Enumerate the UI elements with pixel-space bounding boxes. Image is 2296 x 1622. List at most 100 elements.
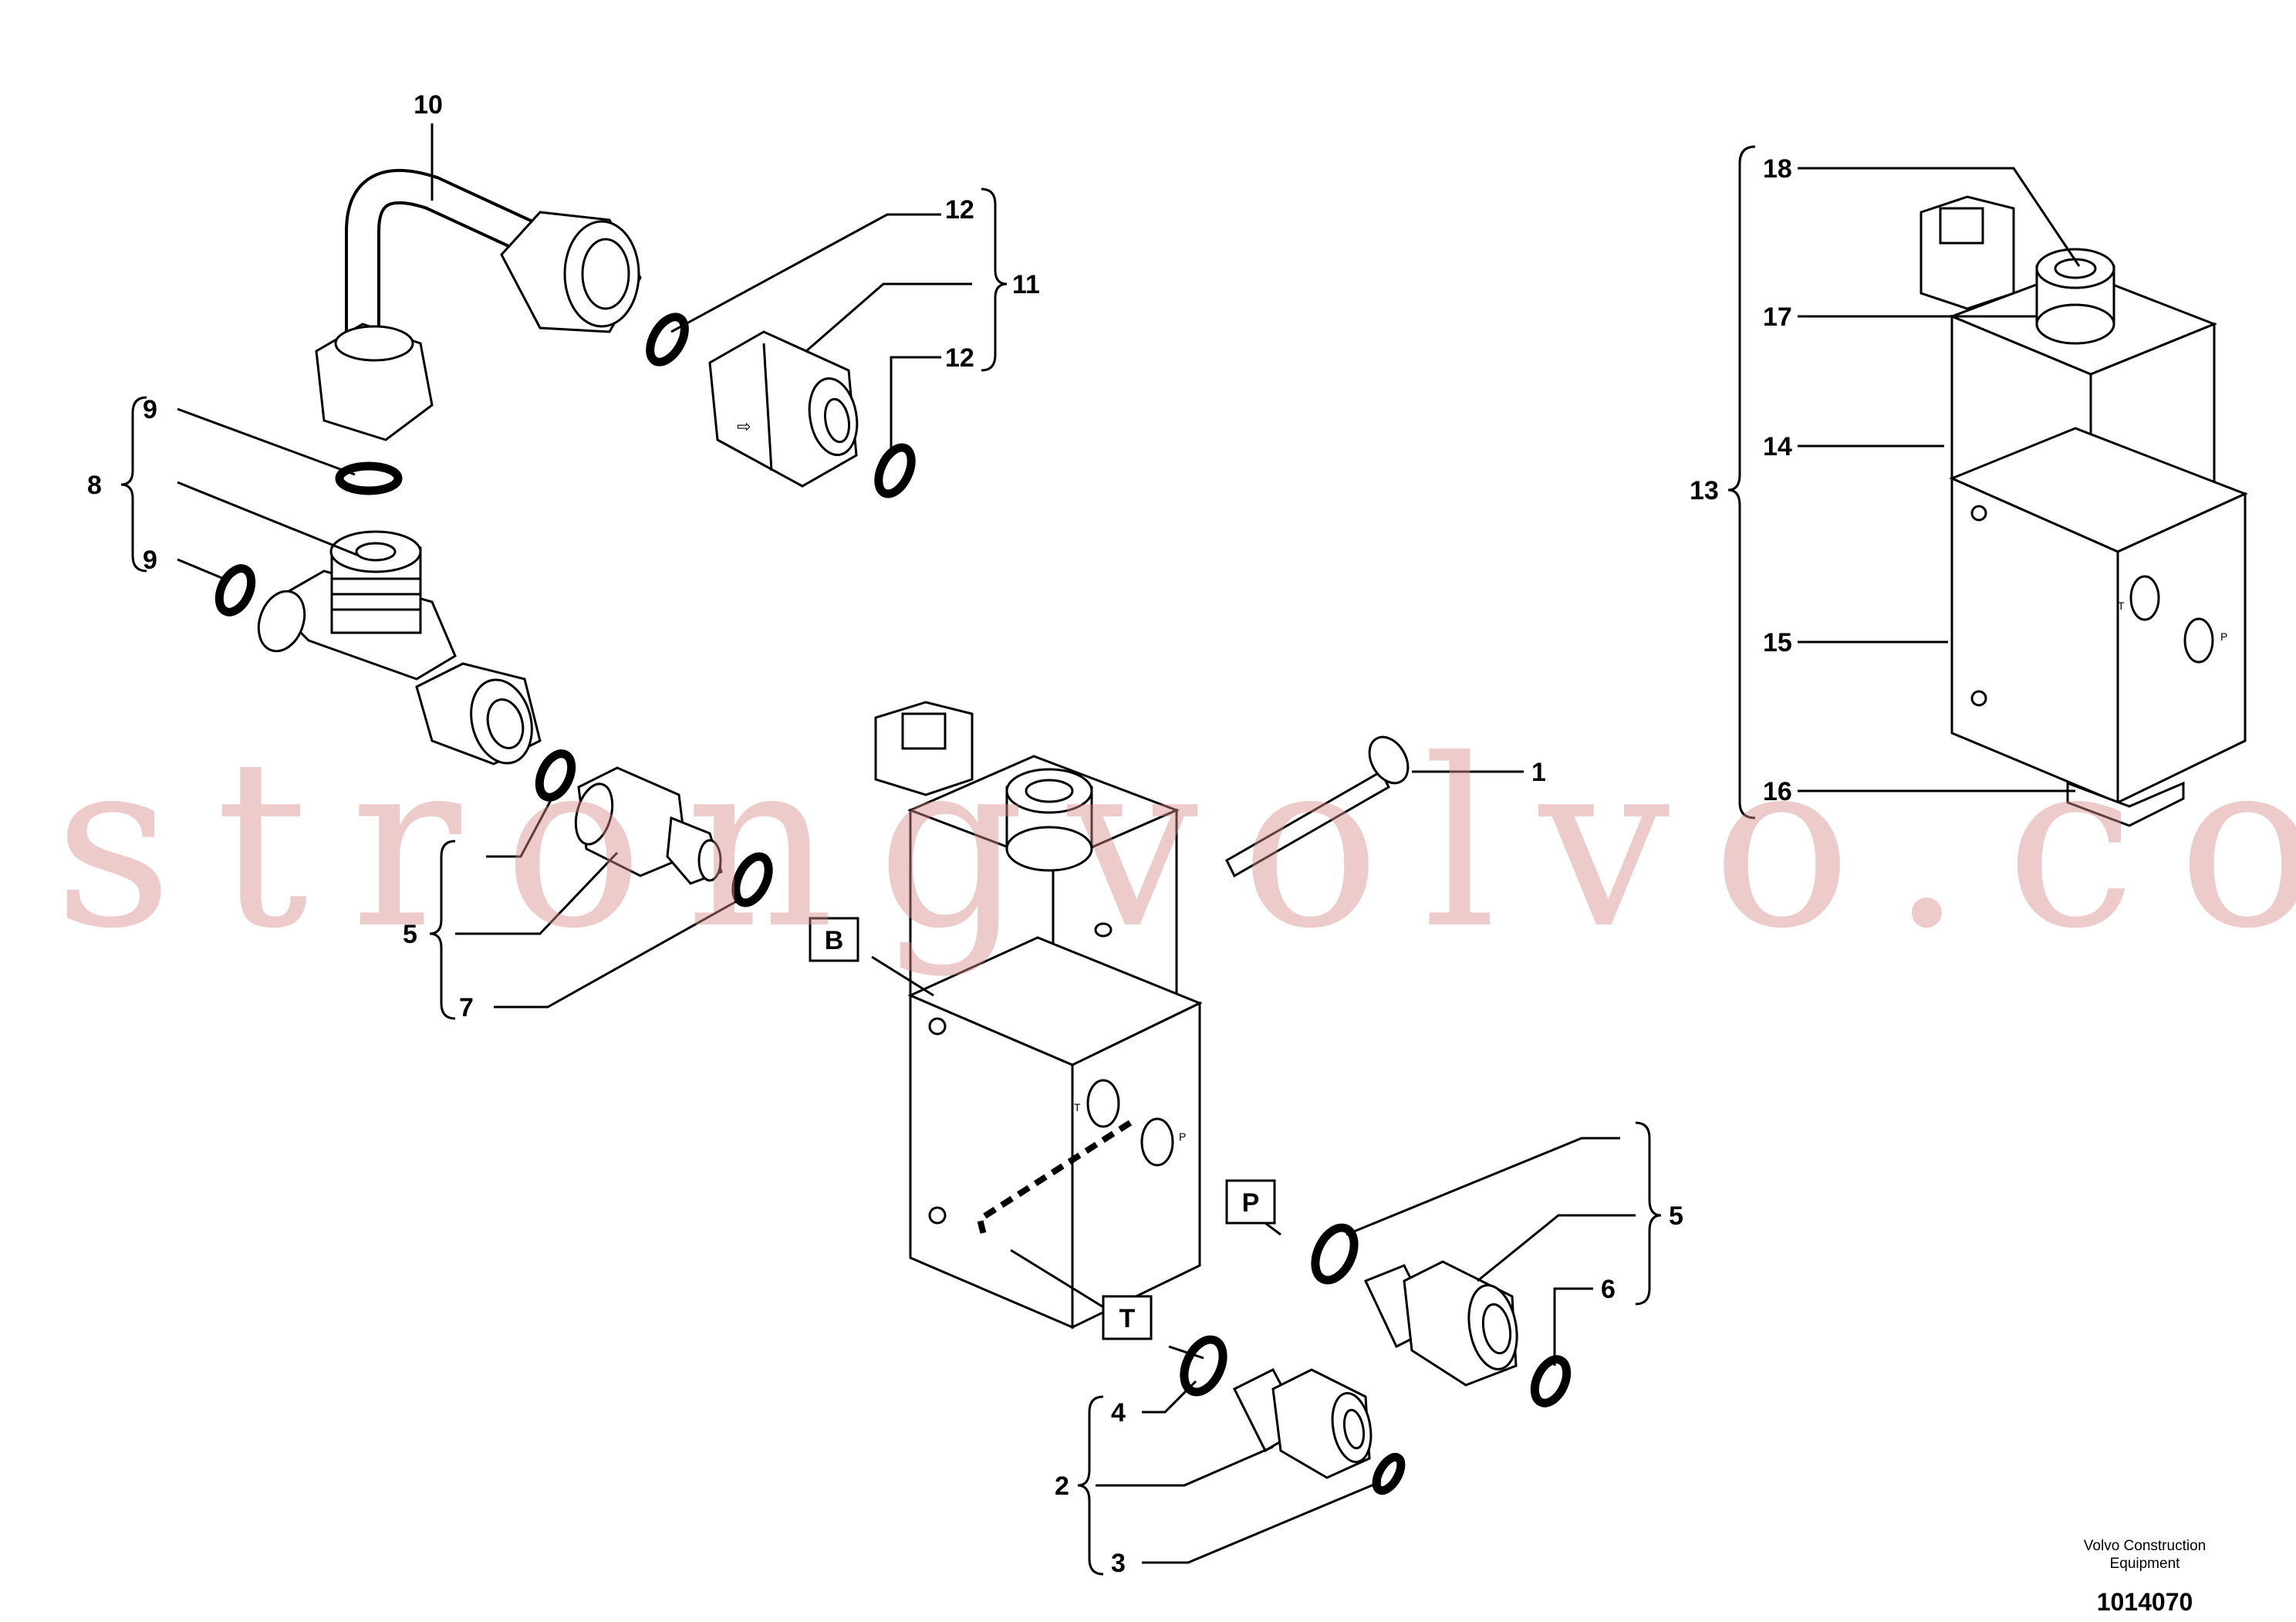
adapter-left-back [574,782,614,846]
detail-valve-13: T P [1920,195,2248,827]
callout-4: 4 [1111,1398,1126,1428]
port-p-box [1225,1179,1276,1225]
port-b-label: B [825,926,844,955]
leader-7 [494,897,741,1009]
pipe-nut-upper-bore [581,238,630,310]
leader-12-upper [670,213,941,333]
detail-face-mark-p: P [2220,630,2227,643]
connector-11-bore [823,397,851,444]
leader-5-left-adapter [455,851,619,935]
detail-hole-1 [1970,505,1987,522]
connector-11: ⇨ [646,313,916,498]
callout-8: 8 [87,471,102,500]
mount-hole-2 [928,1206,947,1225]
detail-port-t [2129,575,2160,621]
adapter-2-bore [1342,1408,1366,1450]
tee-fitting-8 [214,461,542,765]
detail-body-side [2116,492,2247,805]
adapter-5-left [535,749,773,907]
pipe-nut-lower-face [334,325,414,362]
callout-12-upper: 12 [945,195,974,225]
port-labels: B P T [809,917,1276,1340]
oring-6 [1530,1355,1572,1407]
callout-15: 15 [1763,628,1792,657]
oring-9-top [335,461,403,495]
detail-face-mark-t: T [2118,600,2125,612]
brand-caption: Volvo Construction Equipment [2021,1537,2268,1573]
adapter-right-bore [1481,1303,1512,1355]
tee-side-port [257,590,306,653]
detail-base-stub [2066,781,2185,827]
oring-12-lower [874,443,916,498]
bracket-2 [1077,1395,1104,1576]
leader-9-side [177,558,225,580]
port-t-box [1102,1295,1153,1340]
detail-hole-2 [1970,690,1987,707]
pipe-assembly [315,168,642,441]
leader-lines [120,123,2081,1576]
solenoid-plug-socket [901,712,947,750]
detail-knob-bottom [2035,303,2115,345]
leader-5-right-oring [1346,1137,1620,1236]
leader-9-top [177,407,356,476]
connector-11-body [708,330,858,488]
connector-11-hex-line [762,343,773,471]
brand-line-2: Equipment [2109,1556,2180,1572]
face-mark-p: P [1179,1130,1186,1143]
oring-9-side [214,564,256,617]
bracket-13 [1727,145,1756,819]
port-p-hole [1140,1117,1174,1167]
callout-6: 6 [1601,1275,1616,1304]
bolt-head [1368,735,1410,785]
mount-hole-1 [928,1017,947,1036]
oring-4 [1180,1335,1227,1397]
leader-port-t-2 [1168,1345,1204,1360]
tee-swivel-bore [486,698,525,749]
callout-13: 13 [1690,476,1719,505]
pipe-bend-inner [348,171,547,354]
port-b-box [809,917,859,962]
adapter-2 [1180,1335,1406,1495]
leader-2 [1096,1445,1274,1487]
callout-numbers: 10 12 11 12 9 8 9 5 7 1 5 6 4 2 3 18 17 … [87,90,1792,1578]
port-t-hole [1086,1079,1120,1128]
leader-8-tee [177,481,360,557]
bracket-5-left [429,840,456,1020]
oring-left-lower [731,852,773,907]
callout-17: 17 [1763,302,1792,332]
oring-12-upper [646,313,689,367]
port-p-label: P [1242,1188,1260,1218]
detail-plug-socket [1939,207,1984,245]
detail-port-p [2183,617,2214,664]
adapter-5-right [1311,1223,1572,1407]
face-mark-t: T [1074,1101,1081,1113]
callout-16: 16 [1763,777,1792,806]
document-number: 1014070 [2096,1588,2193,1616]
bolt-1 [1225,735,1410,878]
valve-body-top-band [907,936,1203,1066]
oring-right-upper [1311,1223,1359,1285]
callout-2: 2 [1055,1472,1069,1501]
callout-5-left: 5 [403,920,417,949]
oring-left-upper [535,749,576,802]
leader-4 [1142,1380,1197,1414]
adapter-left-nose-face [697,839,722,882]
oring-3 [1372,1452,1406,1495]
bracket-8 [120,396,147,573]
callout-12-lower: 12 [945,343,974,373]
leader-11 [805,282,972,353]
callout-10: 10 [414,90,443,120]
main-valve-assembly: T P [874,701,1203,1330]
leader-6 [1553,1287,1593,1366]
callout-11: 11 [1012,270,1040,299]
callout-7: 7 [459,993,474,1022]
port-t-label: T [1119,1304,1136,1333]
flow-arrow-glyph: ⇨ [737,417,751,437]
leader-port-t [1010,1249,1112,1313]
coil-mark [1094,922,1113,938]
callout-14: 14 [1763,432,1792,461]
leader-12-lower [890,356,941,455]
leader-port-b [871,955,934,997]
